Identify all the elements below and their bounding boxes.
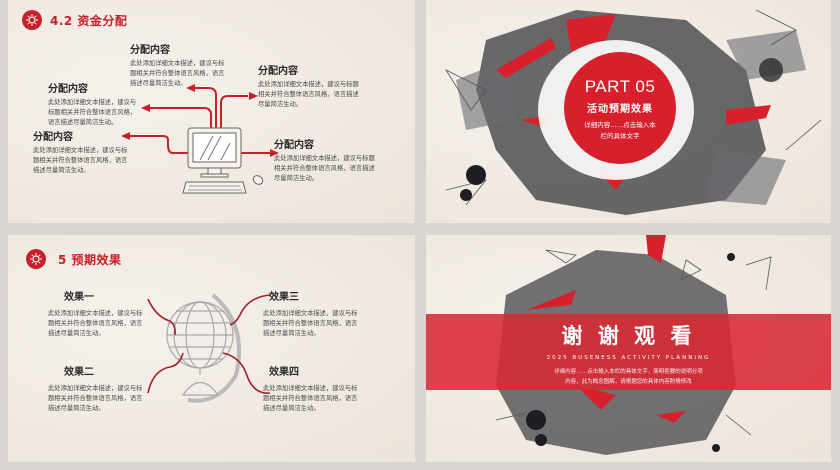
slide-thumbnail-1[interactable]: 4.2 资金分配 分配内容 此 (8, 0, 415, 223)
thank-you-subtitle: 2025 BUSENESS ACTIVITY PLANNING (546, 354, 711, 361)
lightbulb-icon (26, 249, 46, 269)
allocation-item-1: 分配内容 此处添加详细文本描述，建议与标题相关并符合整体语言风格，语言描述尽量简… (130, 45, 225, 87)
computer-icon (182, 127, 264, 194)
part-subtitle-1: 详细内容……点击输入本 (584, 120, 656, 129)
arrow-connectors (121, 84, 279, 157)
slide-thumbnail-4[interactable]: 谢 谢 观 看 2025 BUSENESS ACTIVITY PLANNING … (426, 235, 831, 462)
globe-icon (147, 293, 271, 403)
effect-item-4: 效果四 此处添加详细文本描述，建议与标题相关并符合整体语言风格，语言描述尽量简洁… (263, 367, 358, 412)
part-title: 活动预期效果 (587, 103, 653, 115)
allocation-item-5: 分配内容 此处添加详细文本描述，建议与标题相关并符合整体语言风格，语言描述尽量简… (274, 140, 375, 182)
thank-you-desc-2: 内容，此为概念图解，请根据您的具体内容酌情修改 (565, 378, 692, 385)
thank-you-band: 谢 谢 观 看 2025 BUSENESS ACTIVITY PLANNING … (426, 314, 831, 390)
part-number: PART 05 (584, 76, 656, 96)
thank-you-title: 谢 谢 观 看 (561, 323, 696, 348)
effect-item-3: 效果三 此处添加详细文本描述，建议与标题相关并符合整体语言风格，语言描述尽量简洁… (263, 292, 358, 337)
slide-thumbnail-3[interactable]: 5 预期效果 效果一 此处添加详细文本描述，建议与标题相关并符合整体语言风格，语… (8, 235, 415, 462)
effect-item-1: 效果一 此处添加详细文本描述，建议与标题相关并符合整体语言风格，语言描述尽量简洁… (48, 292, 143, 337)
slide-title: 4.2 资金分配 (50, 13, 128, 28)
slide-header: 4.2 资金分配 (22, 10, 127, 30)
slide-thumbnail-2[interactable]: PART 05 活动预期效果 详细内容……点击输入本 栏的具体文字 (426, 0, 831, 223)
part-circle: PART 05 活动预期效果 详细内容……点击输入本 栏的具体文字 (564, 52, 676, 164)
allocation-item-2: 分配内容 此处添加详细文本描述，建议与标题相关并符合整体语言风格，语言描述尽量简… (48, 84, 137, 126)
slide-title: 5 预期效果 (58, 252, 122, 267)
part-subtitle-2: 栏的具体文字 (600, 131, 640, 140)
thank-you-desc-1: 详细内容……点击输入本栏的具体文字，简明扼要的说明分项 (554, 368, 703, 375)
allocation-item-4: 分配内容 此处添加详细文本描述，建议与标题相关并符合整体语言风格，语言描述尽量简… (258, 66, 359, 108)
lightbulb-icon (22, 10, 42, 30)
slide-header: 5 预期效果 (26, 249, 122, 269)
effect-item-2: 效果二 此处添加详细文本描述，建议与标题相关并符合整体语言风格，语言描述尽量简洁… (48, 367, 143, 412)
allocation-item-3: 分配内容 此处添加详细文本描述，建议与标题相关并符合整体语言风格，语言描述尽量简… (33, 132, 128, 174)
